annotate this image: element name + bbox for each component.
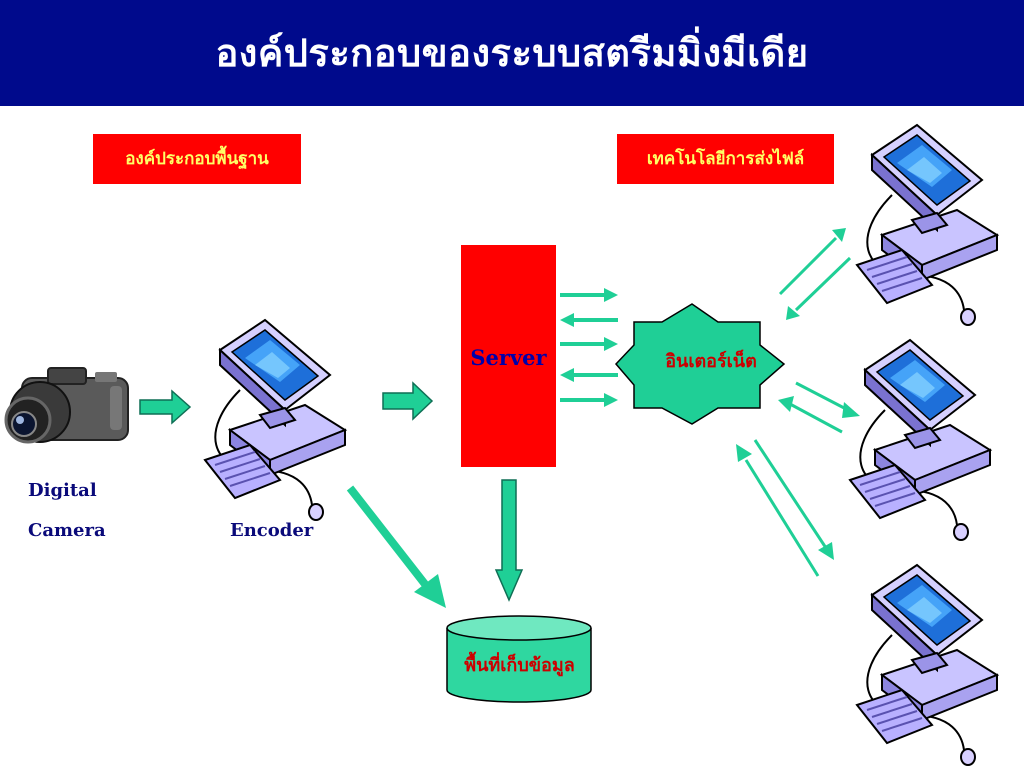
camera-caption-line1: Digital: [28, 480, 97, 501]
encoder-to-storage-arrow: [346, 485, 446, 608]
client-computer-icon: [856, 124, 998, 326]
page-title: องค์ประกอบของระบบสตรีมมิ่งมีเดีย: [215, 31, 809, 75]
storage-cylinder-icon: [446, 615, 592, 703]
delivery-technology-label: เทคโนโลยีการส่งไฟล์: [617, 134, 834, 184]
encoder-caption: Encoder: [230, 520, 314, 541]
internet-cloud-shape: [614, 303, 786, 425]
server-to-storage-arrow: [494, 479, 524, 602]
server-internet-arrows: [558, 286, 620, 409]
storage-label: พื้นที่เก็บข้อมูล: [464, 655, 575, 676]
encoder-to-server-arrow: [382, 381, 434, 421]
basic-components-label: องค์ประกอบพื้นฐาน: [93, 134, 301, 184]
client-computer-icon: [856, 564, 998, 766]
digital-camera-icon: [4, 367, 129, 444]
camera-caption-line2: Camera: [28, 520, 106, 541]
internet-client-arrows: [736, 228, 860, 577]
encoder-computer-icon: [204, 319, 346, 521]
client-computer-icon: [849, 339, 991, 541]
camera-to-encoder-arrow: [139, 389, 192, 425]
title-bar: [0, 0, 1024, 106]
server-label: Server: [470, 345, 547, 370]
server-box: [461, 245, 556, 467]
internet-label: อินเตอร์เน็ต: [665, 351, 757, 372]
